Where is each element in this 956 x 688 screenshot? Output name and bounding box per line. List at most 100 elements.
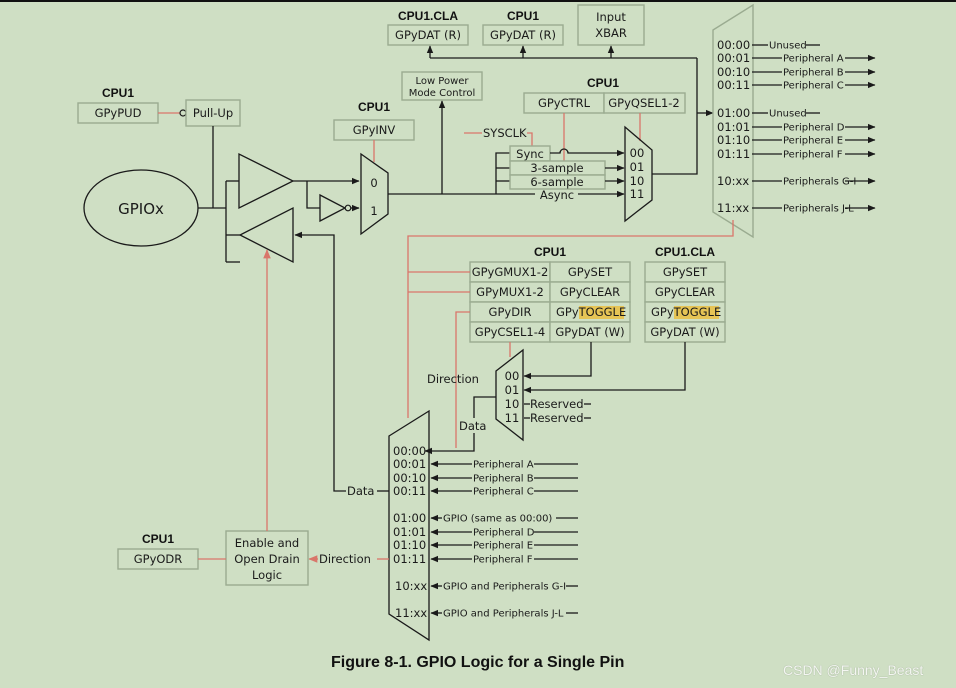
low-power-block: [401, 71, 483, 101]
input-demux-label: Peripheral B: [783, 68, 844, 79]
out-data-label: Data: [347, 484, 374, 498]
input-demux-code: 00:01: [717, 51, 750, 65]
master-in11: 11: [505, 411, 520, 425]
output-mux-label: Peripheral E: [473, 541, 533, 552]
open-drain-block: [225, 530, 309, 586]
qual-mux-out: [652, 58, 698, 175]
gpyqsel-label: GPyQSEL1-2: [608, 96, 679, 110]
cpu1-reg-gpyset-label: GPySET: [568, 265, 613, 279]
toggle-suffix: TOGGLE: [673, 305, 722, 319]
master-in01: 01: [505, 383, 520, 397]
gpyqsel-register: [603, 92, 686, 114]
pullup-label: Pull-Up: [193, 106, 233, 120]
master-data-label: Data: [459, 419, 486, 433]
cpu1-read-owner: CPU1: [507, 9, 539, 23]
low-power-line2: Mode Control: [409, 88, 476, 99]
cla-reg-gpyclear-label: GPyCLEAR: [655, 285, 715, 299]
qual-mux-in01: 01: [630, 160, 645, 174]
cpu1-reg-gpydir-label: GPyDIR: [489, 305, 532, 319]
input-xbar-line2: XBAR: [595, 26, 627, 40]
output-mux-code: 11:xx: [395, 606, 427, 620]
input-demux-label: Peripherals J-L: [783, 204, 854, 215]
sysclk-label: SYSCLK: [483, 126, 527, 140]
reserved-2: Reserved: [530, 411, 584, 425]
toggle-suffix: TOGGLE: [578, 305, 627, 319]
inv-mux-in0: 0: [370, 176, 377, 190]
input-demux-code: 10:xx: [717, 174, 749, 188]
input-demux-code: 00:11: [717, 78, 750, 92]
output-mux-label: Peripheral F: [473, 555, 533, 566]
inv-mux-in1: 1: [370, 204, 377, 218]
output-mux-label: Peripheral C: [473, 487, 534, 498]
master-data-a: [473, 396, 496, 418]
output-mux-label: GPIO and Peripherals G-I: [443, 582, 566, 593]
master-in10: 10: [505, 397, 520, 411]
input-demux-label: Peripheral F: [783, 150, 843, 161]
cla-reg-gpydat-w-label: GPyDAT (W): [650, 325, 719, 339]
input-demux-code: 01:00: [717, 106, 750, 120]
cpu1-regs-owner: CPU1: [534, 245, 566, 259]
sync-label: Sync: [516, 147, 544, 161]
3-sample-label: 3-sample: [530, 161, 583, 175]
toggle-prefix: GPy: [556, 305, 579, 319]
pullup-owner: CPU1: [102, 86, 134, 100]
output-mux-label: Peripheral A: [473, 460, 534, 471]
output-mux-code: 00:11: [393, 484, 426, 498]
qual-bus: [495, 152, 510, 194]
master-direction-label: Direction: [427, 372, 479, 386]
cpu1-reg-gpyclear-label: GPyCLEAR: [560, 285, 620, 299]
open-drain-line1: Enable and: [235, 536, 299, 550]
input-demux-code: 11:xx: [717, 201, 749, 215]
sync-to-mux: [550, 148, 625, 157]
output-mux: [388, 409, 430, 642]
dir-line: [455, 311, 470, 448]
output-buffer-icon: [238, 206, 294, 264]
odr-owner: CPU1: [142, 532, 174, 546]
cpu1-register-grid: GPyGMUX1-2 GPySET GPyMUX1-2 GPyCLEAR GPyDIR G…: [469, 261, 631, 343]
qual-mux-in11: 11: [630, 187, 645, 201]
cpu1-reg-gpymux1-2-label: GPyMUX1-2: [476, 285, 544, 299]
cla-regs-owner: CPU1.CLA: [655, 245, 715, 259]
input-xbar-line1: Input: [596, 10, 626, 24]
cla-to-master: [523, 342, 686, 394]
cpu1-reg-gpycsel1-4-label: GPyCSEL1-4: [475, 325, 545, 339]
output-mux-label: GPIO and Peripherals J-L: [443, 609, 564, 620]
open-drain-line3: Logic: [252, 568, 282, 582]
input-demux-code: 01:11: [717, 147, 750, 161]
figure-caption: Figure 8-1. GPIO Logic for a Single Pin: [331, 654, 625, 671]
input-demux-label: Peripheral D: [783, 123, 845, 134]
out-data-wire: [294, 231, 346, 492]
qual-mux-in00: 00: [630, 146, 645, 160]
reserved-1: Reserved: [530, 397, 584, 411]
output-mux-code: 01:11: [393, 552, 426, 566]
watermark: CSDN @Funny_Beast: [783, 662, 924, 678]
out-direction-label: Direction: [319, 552, 371, 566]
cpu1-gpydat-read: [482, 24, 564, 46]
qual-owner: CPU1: [587, 76, 619, 90]
sysclk-to-sync: [527, 132, 533, 148]
output-mux-code: 00:10: [393, 471, 426, 485]
output-mux-code: 01:10: [393, 538, 426, 552]
low-power-line1: Low Power: [415, 76, 469, 87]
input-demux-label: Peripheral C: [783, 81, 844, 92]
cla-gpydat-read-label: GPyDAT (R): [395, 28, 461, 42]
input-demux-label: Peripheral E: [783, 136, 843, 147]
cpu1-reg-gpygmux1-2-label: GPyGMUX1-2: [472, 265, 549, 279]
output-mux-code: 01:00: [393, 511, 426, 525]
master-in00: 00: [505, 369, 520, 383]
gpypud-label: GPyPUD: [95, 106, 142, 120]
gpyinv-label: GPyINV: [353, 123, 396, 137]
inverter-wire: [306, 181, 320, 209]
async-label: Async: [540, 188, 574, 202]
qual-mux-in10: 10: [630, 174, 645, 188]
cla-reg-gpytoggle-label: GPyTOGGLE: [651, 305, 721, 319]
toggle-highlight: [579, 306, 624, 319]
input-demux: [712, 3, 754, 239]
inverter-icon: [319, 193, 347, 223]
cpu1-gpydat-read-label: GPyDAT (R): [490, 28, 556, 42]
gpyodr-label: GPyODR: [134, 552, 183, 566]
top-border: [0, 0, 956, 2]
